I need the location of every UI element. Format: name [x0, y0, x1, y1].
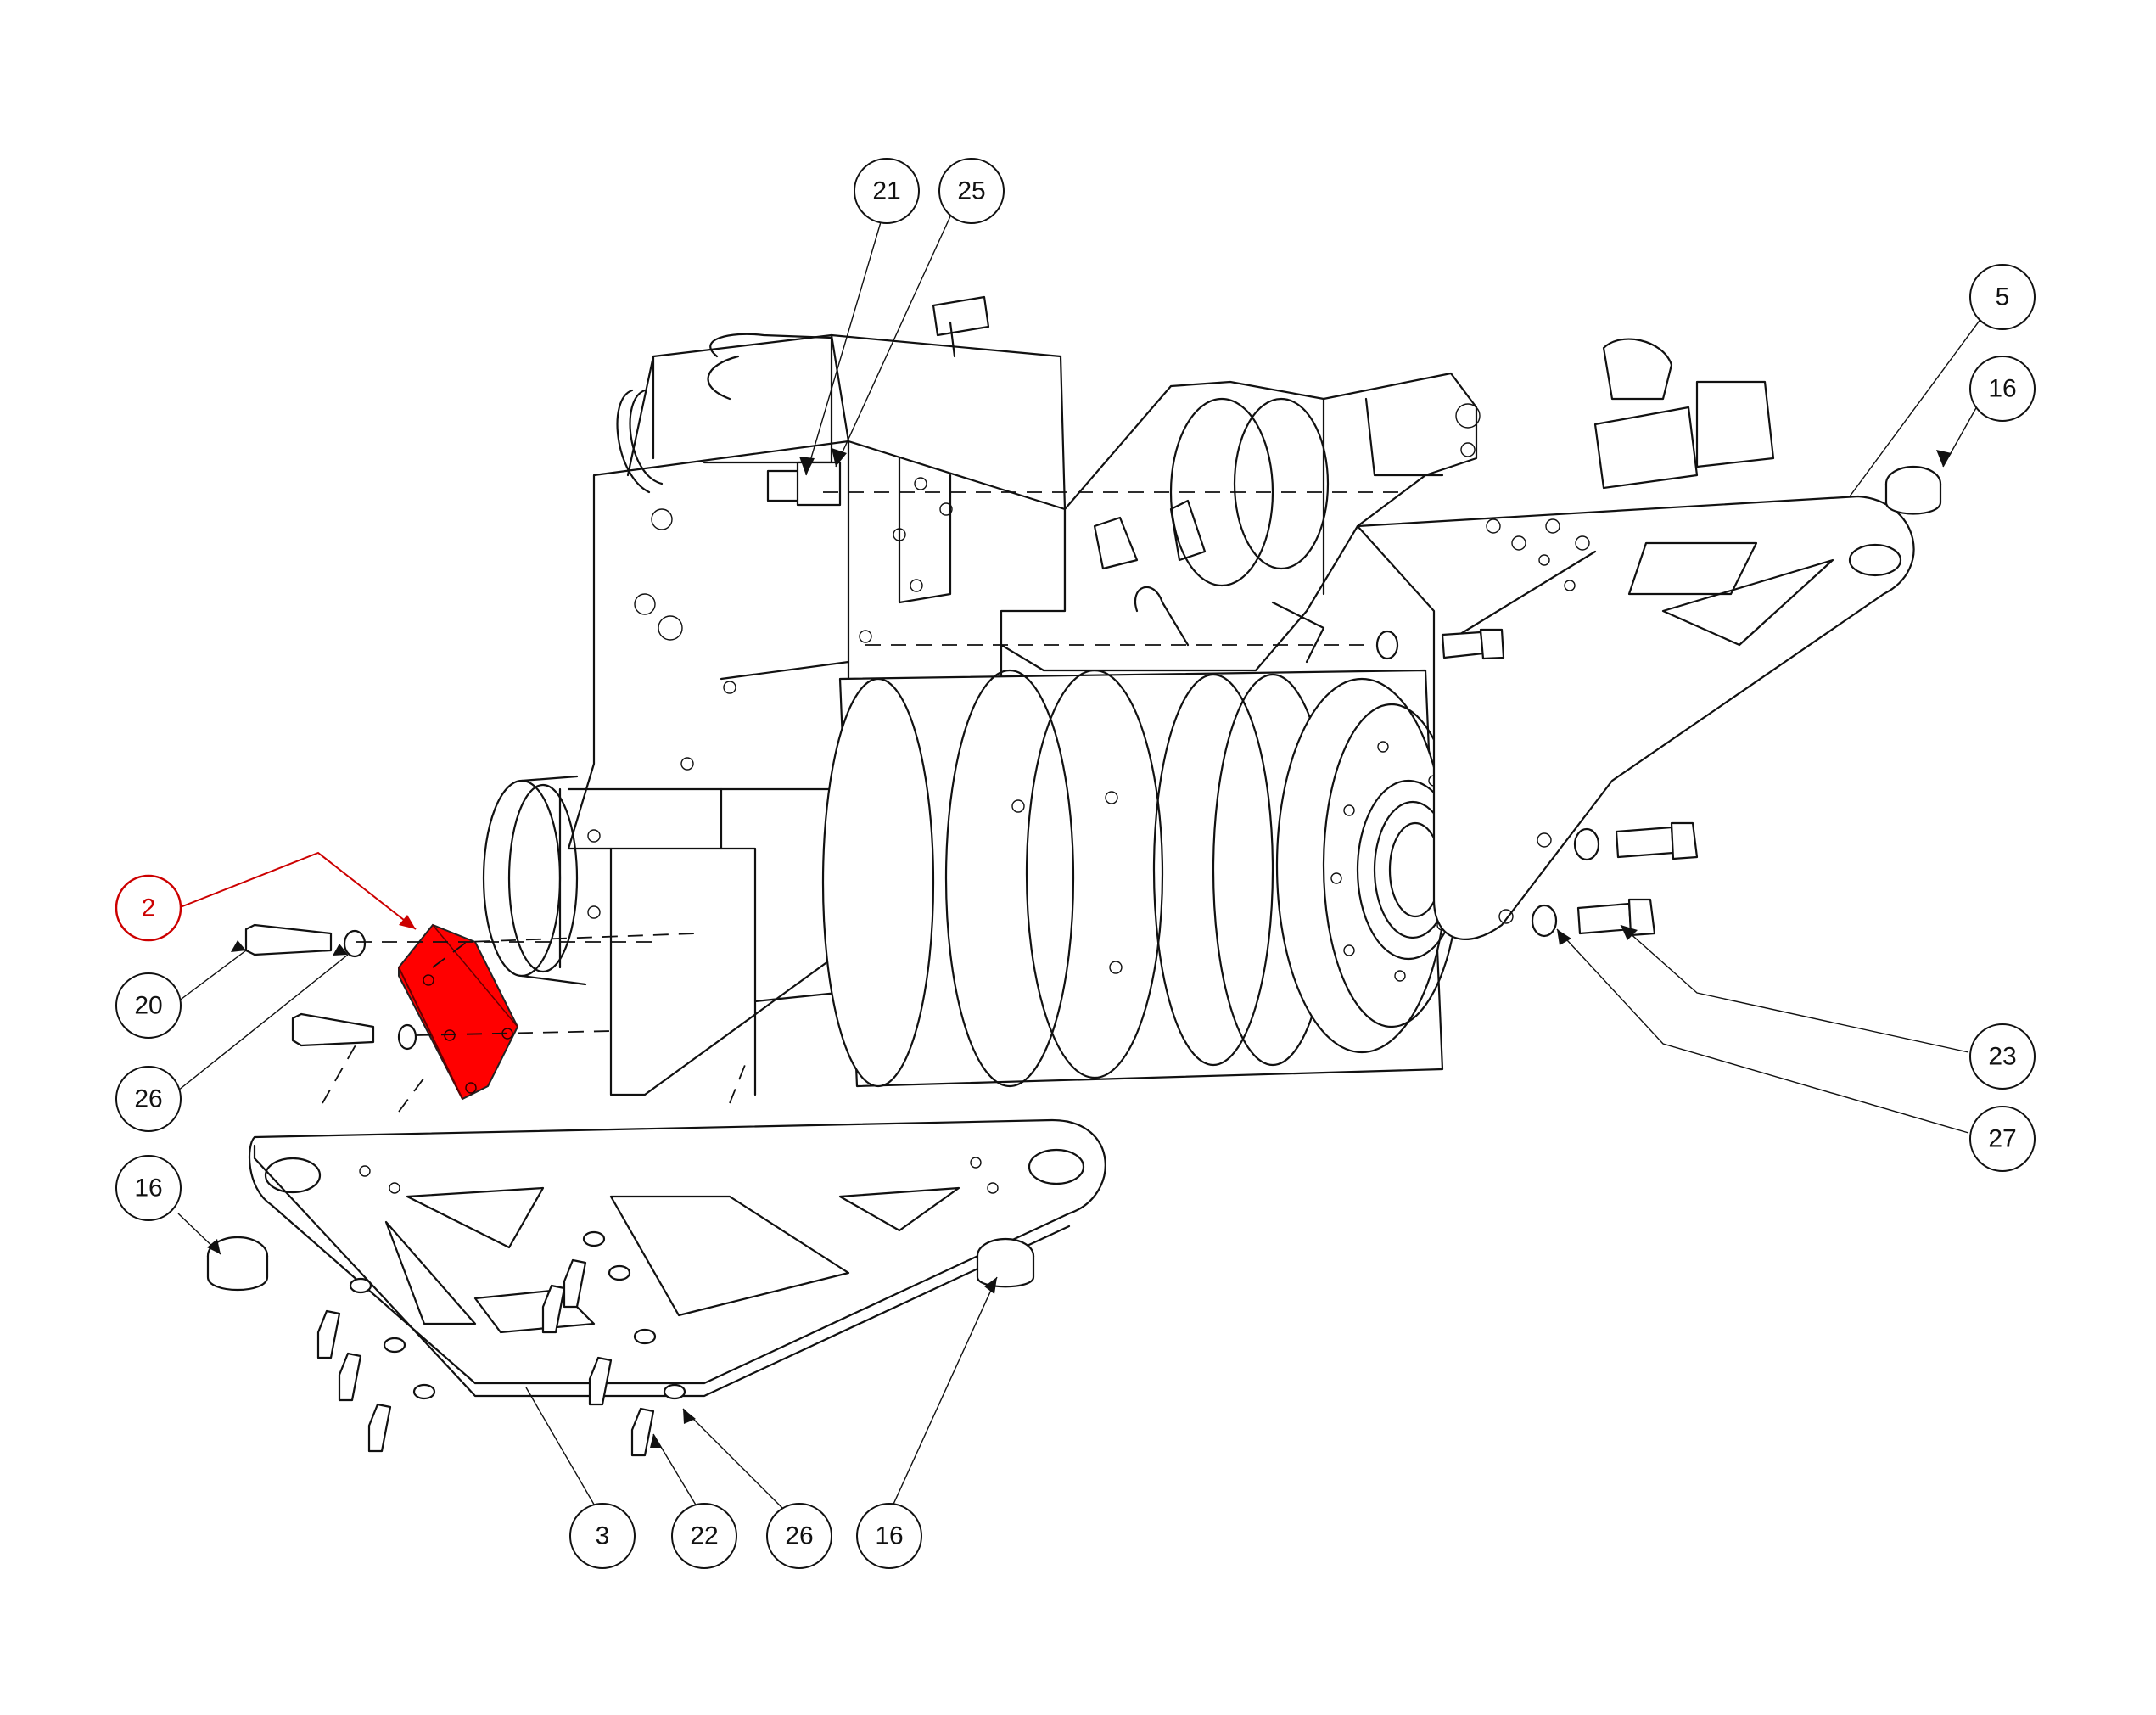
- bushings: [206, 465, 1942, 1291]
- balloon-16-bottom: 16: [856, 1503, 922, 1569]
- assembly-center-lines: [322, 491, 1400, 1113]
- balloon-20: 20: [115, 972, 182, 1039]
- balloon-21-label: 21: [872, 177, 900, 205]
- balloon-26-bottom: 26: [766, 1503, 832, 1569]
- leader-arrowheads: [207, 448, 1952, 1448]
- balloon-26-left-label: 26: [134, 1085, 162, 1113]
- coupling-flange: [482, 775, 587, 986]
- balloon-16-left: 16: [115, 1155, 182, 1221]
- right-fasteners: [1375, 628, 1699, 938]
- balloon-25-label: 25: [957, 177, 985, 205]
- balloon-20-label: 20: [134, 992, 162, 1020]
- balloon-16-left-label: 16: [134, 1174, 162, 1202]
- balloon-27: 27: [1969, 1106, 2036, 1172]
- part-2-highlighted-spacer: [398, 923, 519, 1101]
- left-fasteners: [244, 923, 417, 1051]
- bottom-bolts: [316, 1230, 686, 1457]
- balloon-16-top-label: 16: [1988, 375, 2016, 403]
- motor-body: [821, 669, 1461, 1088]
- balloon-5: 5: [1969, 264, 2036, 330]
- balloon-21: 21: [854, 158, 920, 224]
- upper-motor-housing: [1000, 372, 1481, 672]
- balloon-22: 22: [671, 1503, 737, 1569]
- balloon-16-bottom-label: 16: [875, 1522, 903, 1550]
- balloon-26-left: 26: [115, 1066, 182, 1132]
- balloon-2: 2: [115, 874, 182, 942]
- balloon-3-label: 3: [596, 1522, 610, 1550]
- balloon-3: 3: [569, 1503, 636, 1569]
- balloon-23: 23: [1969, 1023, 2036, 1090]
- balloon-2-label: 2: [142, 894, 156, 922]
- part-3-lower-bracket: [248, 1118, 1106, 1398]
- balloon-5-label: 5: [1996, 283, 2010, 311]
- balloon-27-label: 27: [1988, 1125, 2016, 1153]
- balloon-16-top: 16: [1969, 356, 2036, 422]
- balloon-25: 25: [938, 158, 1005, 224]
- balloon-23-label: 23: [1988, 1043, 2016, 1071]
- leader-lines: [177, 216, 1982, 1520]
- balloon-22-label: 22: [690, 1522, 718, 1550]
- balloon-26-bottom-label: 26: [785, 1522, 813, 1550]
